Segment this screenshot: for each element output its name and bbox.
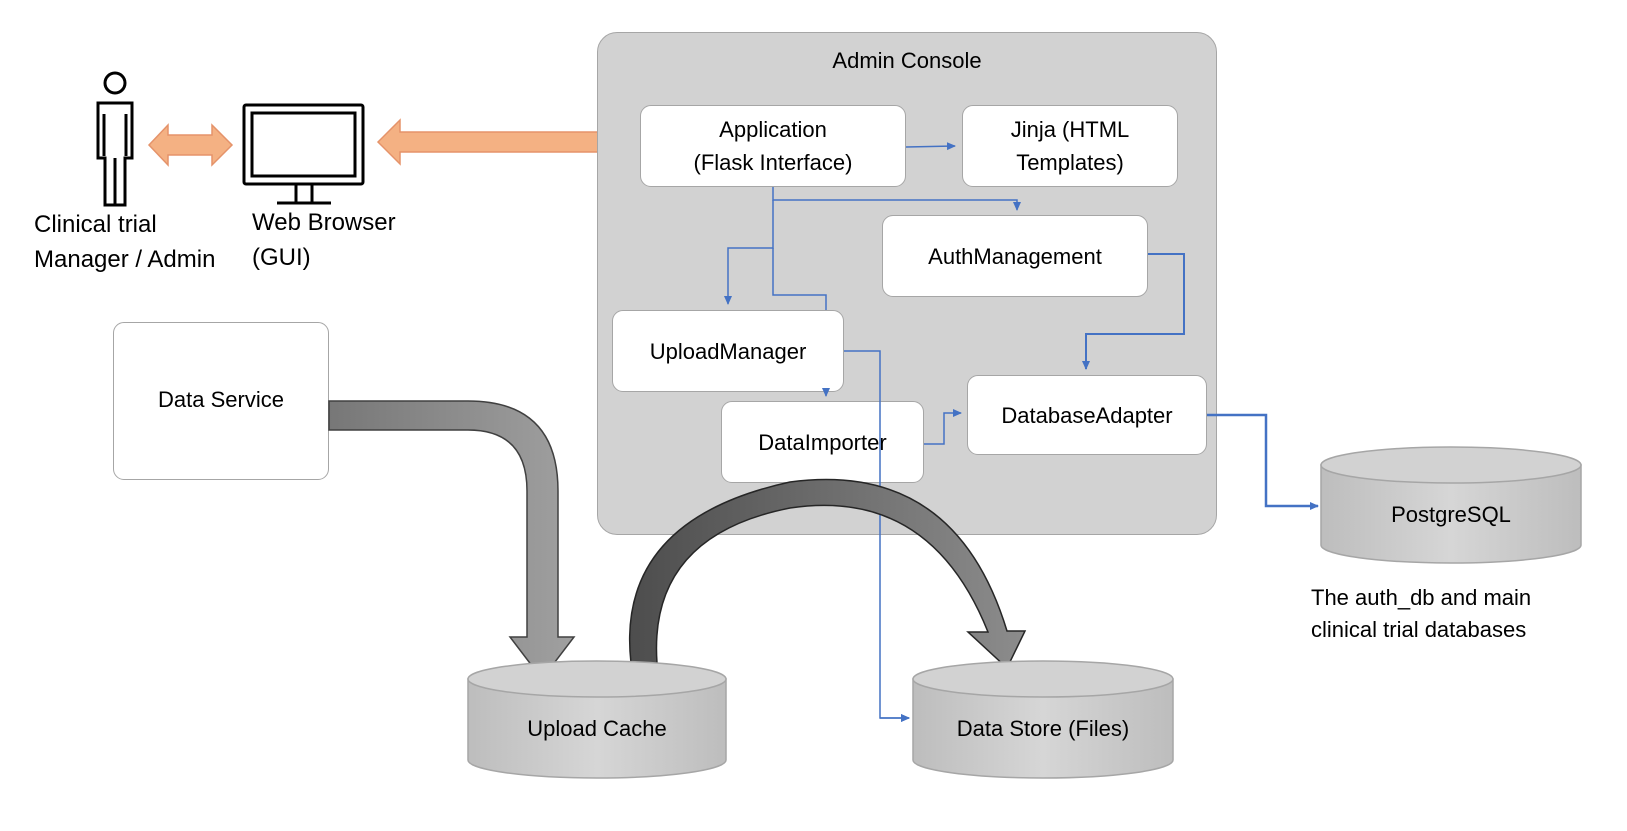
auth-management-label: AuthManagement [928, 243, 1102, 269]
browser-label-line1: Web Browser [252, 209, 396, 236]
app-to-upload-connector [724, 200, 774, 305]
browser-label-line2: (GUI) [252, 243, 311, 271]
postgres-note-line1: The auth_db and main [1311, 585, 1532, 610]
importer-to-adapter-connector [924, 409, 962, 445]
upload-cache-to-data-store-arrow [629, 478, 1027, 670]
upload-cache-cylinder-icon [467, 660, 727, 779]
data-service-to-upload-cache-arrow [328, 400, 576, 681]
user-browser-arrow [147, 123, 234, 167]
data-store-cylinder-icon [912, 660, 1174, 779]
postgres-cylinder-icon [1320, 446, 1582, 564]
application-label-line1: Application [719, 117, 827, 142]
app-to-auth-connector [772, 187, 1021, 211]
upload-cache-label: Upload Cache [527, 716, 667, 741]
admin-console-title: Admin Console [832, 48, 982, 73]
data-importer-box[interactable]: DataImporter [721, 401, 924, 483]
postgres-note: The auth_db and main clinical trial data… [1311, 582, 1531, 646]
user-label: Clinical trial Manager / Admin [34, 208, 215, 278]
auth-management-box[interactable]: AuthManagement [882, 215, 1148, 297]
user-label-line2: Manager / Admin [34, 245, 216, 273]
app-to-jinja-connector [905, 142, 956, 151]
jinja-label-line1: Jinja (HTML [1010, 117, 1130, 142]
person-icon [96, 71, 134, 207]
database-adapter-label: DatabaseAdapter [1001, 402, 1173, 428]
postgres-note-line2: clinical trial databases [1311, 616, 1527, 642]
postgres-label: PostgreSQL [1391, 502, 1511, 527]
data-service-label: Data Service [158, 387, 284, 412]
upload-manager-box[interactable]: UploadManager [612, 310, 844, 392]
app-to-importer-connector [772, 248, 827, 310]
user-label-line1: Clinical trial [34, 211, 157, 238]
jinja-box[interactable]: Jinja (HTML Templates) [962, 105, 1178, 187]
application-label-line2: (Flask Interface) [693, 150, 853, 175]
upload-to-datastore-connector [844, 350, 910, 722]
monitor-icon [242, 103, 365, 205]
adapter-to-postgres-connector [1207, 413, 1319, 510]
data-importer-label: DataImporter [758, 429, 887, 455]
jinja-label-line2: Templates) [1016, 150, 1124, 175]
data-service-box[interactable]: Data Service [113, 322, 329, 480]
browser-label: Web Browser (GUI) [252, 206, 396, 276]
connector-lines [724, 142, 1319, 722]
auth-to-adapter-connector [1082, 253, 1185, 370]
upload-manager-label: UploadManager [649, 338, 807, 364]
database-adapter-box[interactable]: DatabaseAdapter [967, 375, 1207, 455]
application-box[interactable]: Application (Flask Interface) [640, 105, 906, 187]
data-store-label: Data Store (Files) [956, 716, 1130, 741]
